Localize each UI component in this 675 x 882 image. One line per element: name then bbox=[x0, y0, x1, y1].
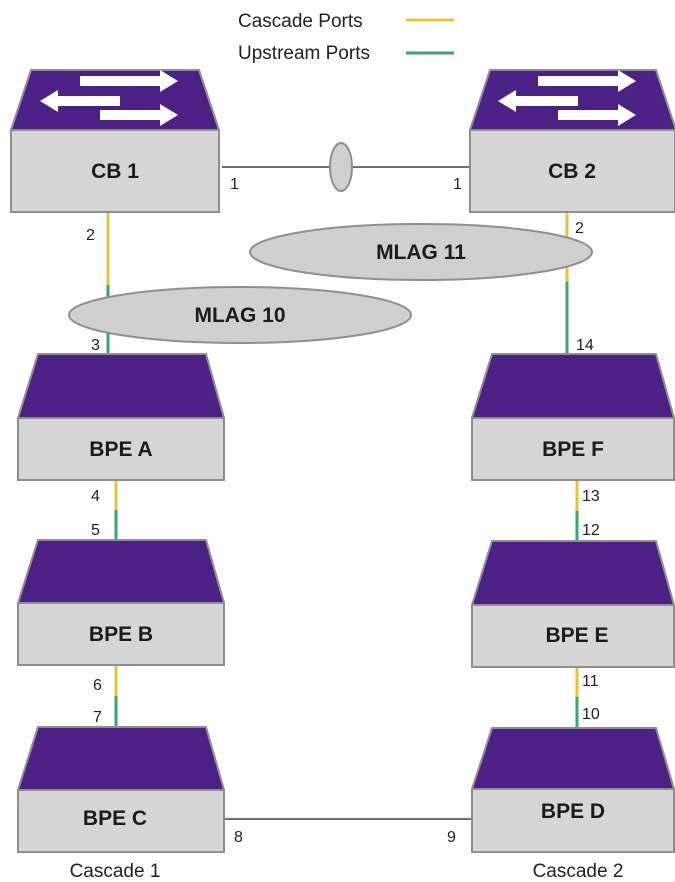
cb1-label: CB 1 bbox=[91, 160, 139, 183]
bpe-b-label: BPE B bbox=[89, 623, 153, 646]
legend-upstream-label: Upstream Ports bbox=[238, 43, 370, 64]
port-label-f-13: 13 bbox=[582, 488, 600, 505]
port-label-b-6: 6 bbox=[93, 677, 102, 694]
bpe-f-switch: BPE F bbox=[470, 353, 675, 481]
port-label-cb1-1: 1 bbox=[230, 176, 239, 193]
port-label-e-11: 11 bbox=[582, 673, 599, 690]
port-label-a-3: 3 bbox=[91, 337, 100, 354]
bpe-f-label: BPE F bbox=[542, 438, 604, 461]
cb1-switch: CB 1 bbox=[9, 69, 221, 213]
mlag11-label: MLAG 11 bbox=[376, 241, 466, 264]
port-label-cb2-1: 1 bbox=[453, 176, 462, 193]
port-label-e-12: 12 bbox=[582, 522, 600, 539]
mlag10-ellipse bbox=[68, 286, 412, 344]
bpe-a-switch: BPE A bbox=[16, 353, 226, 481]
legend-cascade-label: Cascade Ports bbox=[238, 11, 363, 32]
bpe-e-switch: BPE E bbox=[470, 540, 675, 668]
bpe-c-switch: BPE C bbox=[16, 726, 226, 853]
port-label-a-4: 4 bbox=[91, 488, 100, 505]
lag-ellipse bbox=[329, 142, 353, 192]
bpe-b-switch: BPE B bbox=[16, 539, 226, 666]
mlag11-ellipse bbox=[249, 223, 593, 281]
port-label-c-8: 8 bbox=[234, 829, 243, 846]
bpe-d-label: BPE D bbox=[541, 800, 605, 823]
cb2-switch: CB 2 bbox=[468, 69, 675, 213]
port-label-c-7: 7 bbox=[93, 709, 102, 726]
bpe-c-label: BPE C bbox=[83, 807, 147, 830]
switch-arrows-icon bbox=[498, 70, 636, 126]
port-label-b-5: 5 bbox=[91, 522, 100, 539]
bpe-d-switch: BPE D bbox=[470, 727, 675, 853]
caption-cascade-1: Cascade 1 bbox=[70, 861, 161, 882]
switch-arrows-icon bbox=[40, 70, 178, 126]
port-label-d-9: 9 bbox=[447, 829, 456, 846]
port-label-cb1-2: 2 bbox=[86, 227, 95, 244]
bpe-e-label: BPE E bbox=[545, 624, 608, 647]
bpe-a-label: BPE A bbox=[89, 438, 152, 461]
mlag10-label: MLAG 10 bbox=[194, 304, 285, 327]
port-label-f-14: 14 bbox=[576, 337, 594, 354]
port-label-cb2-2: 2 bbox=[575, 220, 584, 237]
cb2-label: CB 2 bbox=[548, 160, 596, 183]
port-label-d-10: 10 bbox=[582, 706, 600, 723]
caption-cascade-2: Cascade 2 bbox=[533, 861, 624, 882]
